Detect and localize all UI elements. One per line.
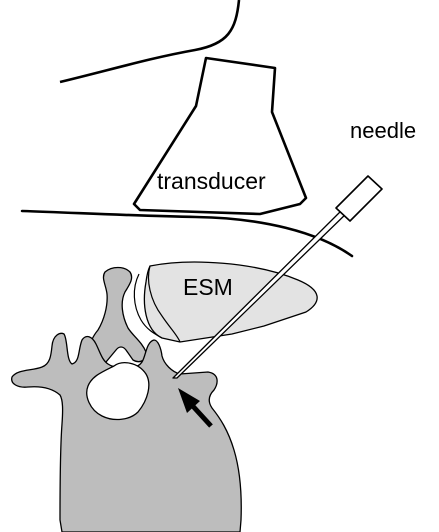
needle-label: needle <box>350 118 416 143</box>
needle-hub <box>336 176 382 221</box>
transducer-label: transducer <box>157 168 266 194</box>
esm-label: ESM <box>183 274 233 300</box>
